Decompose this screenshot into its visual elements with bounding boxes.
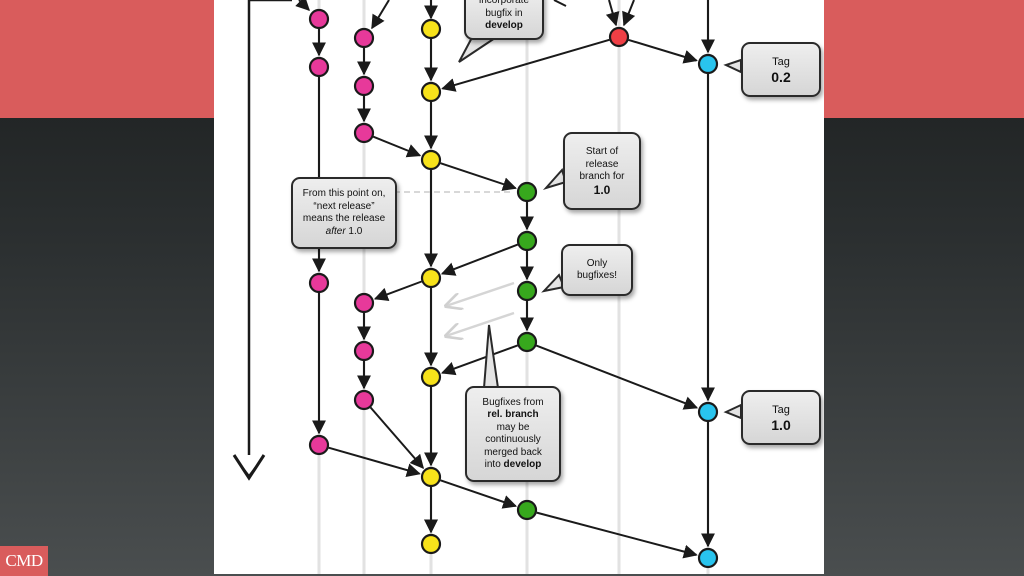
bugfixes-merged-line6-pre: into (484, 459, 504, 470)
release-start-line1: Start of (585, 146, 619, 157)
commit-node-feature (353, 340, 375, 362)
commit-edge-f2f-d6 (369, 406, 425, 469)
tag02-callout-pointer (723, 58, 742, 74)
commit-node-feature (308, 272, 330, 294)
cmd-badge: CMD (0, 546, 48, 576)
commit-node-feature (353, 75, 375, 97)
bugfixes-merged-line1: Bugfixes from (482, 396, 544, 408)
callout-tag-10: Tag 1.0 (741, 390, 821, 445)
only-bugfixes-line1: Only (586, 257, 608, 269)
incoming-arrow-hotfix-b (622, 0, 636, 27)
incoming-arrow-feature (295, 0, 310, 11)
next-release-line2: “next release” (313, 200, 375, 212)
next-release-line4-em: after (325, 225, 346, 237)
commit-nodes (308, 8, 719, 569)
release-start-line2: release (585, 158, 619, 170)
commit-node-develop (420, 81, 442, 103)
bugfixes-merged-line5: merged back (484, 446, 542, 458)
time-axis-arrowhead-inner (238, 462, 260, 478)
commit-edge-d4-f2d (373, 280, 422, 301)
commit-node-develop (420, 149, 442, 171)
faded-merge-arrow-2 (446, 311, 515, 336)
commit-edges (312, 29, 715, 559)
commit-node-develop (420, 366, 442, 388)
commit-node-master (697, 547, 719, 569)
callout-hotfix-line3: develop (485, 20, 523, 32)
commit-node-feature (308, 56, 330, 78)
callout-only-bugfixes: Only bugfixes! (561, 244, 633, 296)
next-release-line1: From this point on, (302, 188, 386, 199)
callout-bugfixes-merged: Bugfixes from rel. branch may be continu… (465, 386, 561, 482)
incoming-arrow-feature2 (371, 0, 390, 30)
tag10-label: Tag (772, 403, 790, 416)
bugfixes-merged-callout-pointer (482, 324, 500, 389)
bugfixes-merged-line4: continuously (485, 434, 541, 445)
commit-node-feature (308, 434, 330, 456)
tag10-value: 1.0 (771, 416, 791, 433)
only-bugfixes-line2: bugfixes! (576, 270, 618, 281)
commit-edge-h1-m1 (628, 38, 698, 64)
commit-edge-f2c-d3 (372, 135, 422, 158)
commit-edge-d6-r5 (440, 479, 518, 509)
release-start-line3: branch for (579, 171, 625, 182)
commit-node-feature (308, 8, 330, 30)
commit-node-master (697, 401, 719, 423)
next-release-line3: means the release (302, 213, 386, 224)
callout-hotfix-line2: bugfix in (485, 7, 523, 19)
release-start-line4: 1.0 (593, 182, 611, 197)
callout-release-start: Start of release branch for 1.0 (563, 132, 641, 210)
commit-edge-h1-d2 (441, 38, 610, 92)
tag10-callout-pointer (723, 403, 742, 420)
commit-node-release (516, 331, 538, 353)
git-flow-diagram-panel: incorporate bugfix in develop Tag 0.2 St… (214, 0, 824, 574)
commit-node-master (697, 53, 719, 75)
next-release-line4-rest: 1.0 (345, 225, 363, 237)
callout-connector-top (553, 0, 567, 7)
commit-edge-r4-d5 (440, 344, 518, 376)
commit-node-feature (353, 27, 375, 49)
commit-node-develop (420, 267, 442, 289)
incoming-arrow-hotfix-a (605, 0, 620, 27)
commit-node-release (516, 230, 538, 252)
bugfixes-merged-line2: rel. branch (487, 409, 539, 420)
bugfixes-merged-line6-bold: develop (503, 459, 542, 470)
commit-node-release (516, 181, 538, 203)
commit-node-feature (353, 292, 375, 314)
time-axis-arrowhead (232, 454, 266, 481)
tag02-label: Tag (772, 55, 790, 68)
branch-lanes (317, 0, 710, 574)
callout-next-release: From this point on, “next release” means… (291, 177, 397, 249)
commit-node-develop (420, 533, 442, 555)
diagram-decoration (232, 0, 715, 481)
callout-hotfix: incorporate bugfix in develop (464, 0, 544, 40)
commit-edge-d3-r1 (440, 162, 517, 191)
commit-edge-r4-m2 (535, 344, 699, 410)
bugfixes-merged-line3: may be (496, 421, 530, 433)
callout-hotfix-line1: incorporate (478, 0, 530, 7)
commit-node-feature (353, 122, 375, 144)
commit-node-develop (420, 18, 442, 40)
commit-edge-r2-d4 (440, 243, 519, 276)
commit-node-develop (420, 466, 442, 488)
commit-node-release (516, 499, 538, 521)
faded-merge-arrow-1 (446, 281, 515, 306)
commit-node-release (516, 280, 538, 302)
commit-edge-f1d-d6 (328, 446, 421, 477)
commit-node-hotfix (608, 26, 630, 48)
callout-pointers (458, 28, 742, 420)
callout-tag-02: Tag 0.2 (741, 42, 821, 97)
commit-edge-r5-m3 (536, 511, 698, 559)
commit-node-feature (353, 389, 375, 411)
git-flow-diagram (232, 0, 742, 574)
tag02-value: 0.2 (771, 68, 791, 85)
